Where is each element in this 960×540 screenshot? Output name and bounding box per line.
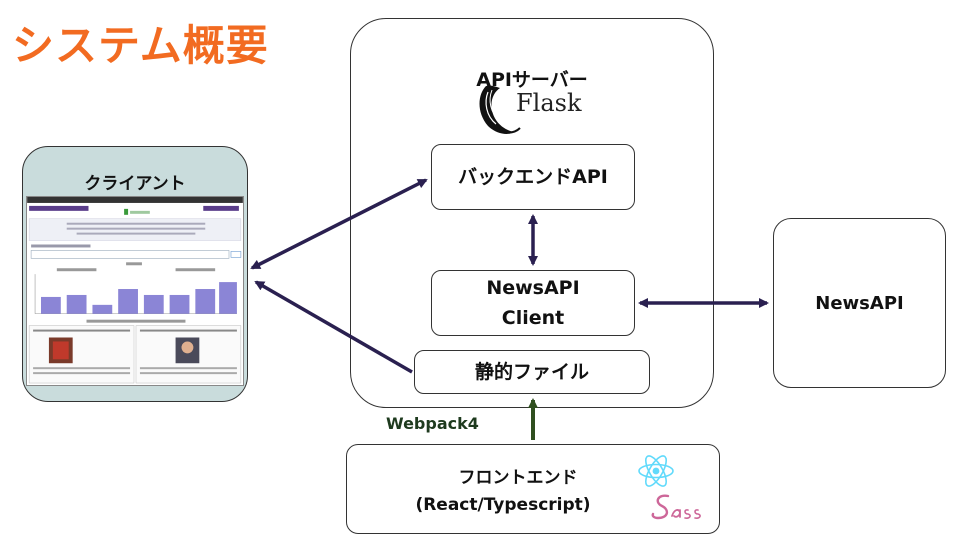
- newsapi-client-label-line1: NewsAPI: [486, 277, 580, 299]
- page-title: システム概要: [12, 21, 269, 70]
- static-files-label: 静的ファイル: [474, 361, 589, 383]
- static-files-box: 静的ファイル: [414, 350, 650, 394]
- api-server-label: APIサーバー: [476, 69, 588, 91]
- frontend-label: フロントエンド: [458, 468, 578, 488]
- flask-label: Flask: [516, 89, 582, 117]
- frontend-tech-label: (React/Typescript): [415, 495, 591, 515]
- backend-api-label: バックエンドAPI: [458, 166, 608, 188]
- client-screenshot-image: [26, 196, 244, 386]
- backend-api-box: バックエンドAPI: [431, 144, 635, 210]
- newsapi-client-label-line2: Client: [501, 307, 565, 329]
- flask-logo-icon: [479, 85, 521, 134]
- react-icon: [638, 455, 674, 487]
- newsapi-label: NewsAPI: [815, 292, 904, 314]
- client-label: クライアント: [84, 174, 186, 194]
- webpack-label: Webpack4: [386, 414, 479, 433]
- newsapi-box: NewsAPI: [773, 218, 946, 388]
- newsapi-client-box: NewsAPI Client: [431, 270, 635, 336]
- sass-icon: [651, 494, 701, 520]
